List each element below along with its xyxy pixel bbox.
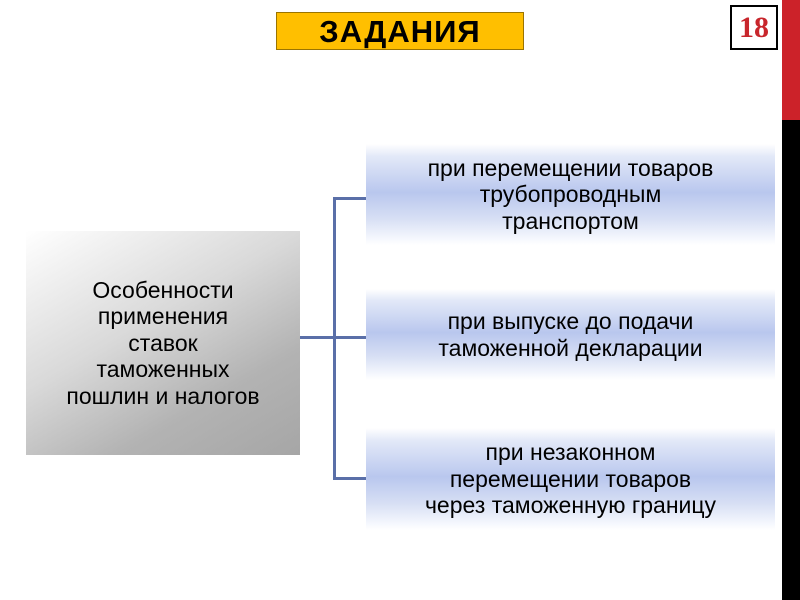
slide-title-text: ЗАДАНИЯ	[319, 13, 481, 49]
diagram-leaf-node-2: при выпуске до подачи таможенной деклара…	[366, 289, 775, 380]
connector-root-stub	[300, 336, 336, 339]
slide-title-box: ЗАДАНИЯ	[276, 12, 524, 50]
connector-branch-2	[333, 336, 368, 339]
diagram-leaf-label-1: при перемещении товаров трубопроводным т…	[427, 154, 714, 234]
diagram-leaf-node-1: при перемещении товаров трубопроводным т…	[366, 144, 775, 245]
diagram-root-label: Особенности применения ставок таможенных…	[66, 276, 260, 409]
diagram-leaf-label-2: при выпуске до подачи таможенной деклара…	[438, 308, 703, 361]
connector-branch-3	[333, 477, 368, 480]
page-number-text: 18	[739, 10, 769, 44]
connector-branch-1	[333, 197, 368, 200]
accent-bar-red	[782, 0, 800, 120]
diagram-leaf-node-3: при незаконном перемещении товаров через…	[366, 428, 775, 530]
diagram-root-node: Особенности применения ставок таможенных…	[26, 231, 300, 455]
page-number-box: 18	[730, 5, 778, 50]
accent-bar-black	[782, 120, 800, 600]
diagram-leaf-label-3: при незаконном перемещении товаров через…	[424, 439, 717, 519]
